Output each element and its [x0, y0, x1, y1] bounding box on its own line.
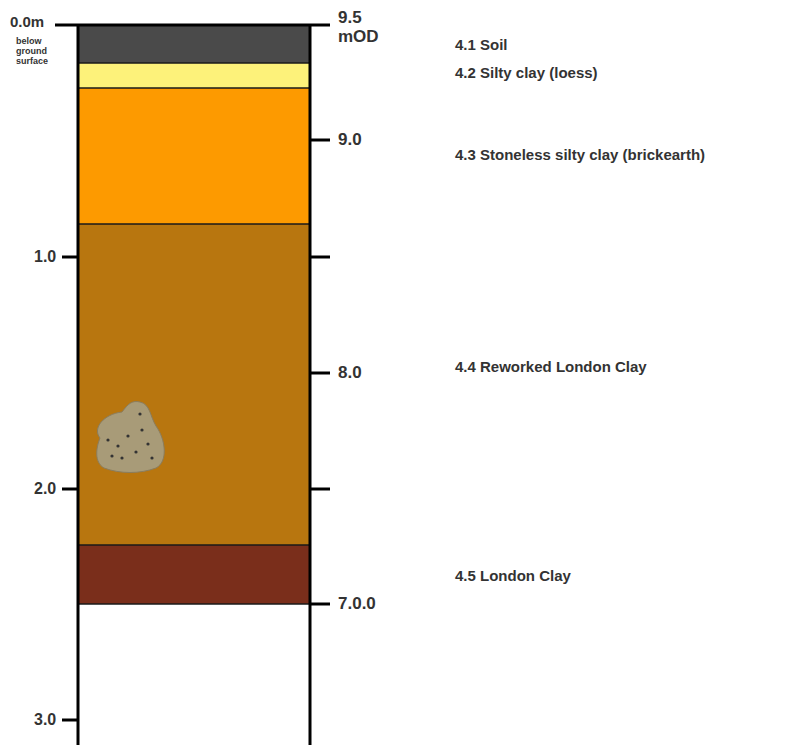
datum-label: 9.5 mOD — [338, 9, 382, 46]
london-clay-layer — [78, 545, 310, 604]
datum-label: 7.0.0 — [338, 595, 376, 614]
depth-note: below ground surface — [16, 37, 64, 67]
depth-label: 2.0 — [34, 480, 56, 498]
layer-label: 4.2 Silty clay (loess) — [455, 65, 598, 82]
depth-label: 1.0 — [34, 248, 56, 266]
depth-label: 3.0 — [34, 711, 56, 729]
layer-label: 4.3 Stoneless silty clay (brickearth) — [455, 147, 705, 164]
loess-layer — [78, 63, 310, 88]
layer-label: 4.4 Reworked London Clay — [455, 359, 647, 376]
datum-label: 9.0 — [338, 131, 362, 150]
layer-boundaries — [78, 63, 310, 604]
clast-inclusion — [97, 401, 165, 472]
depth-origin: 0.0m — [10, 14, 44, 31]
clast-dots — [106, 412, 153, 459]
axes — [55, 25, 330, 745]
layer-label: 4.1 Soil — [455, 37, 508, 54]
reworked-clay-layer — [78, 224, 310, 545]
layer-label: 4.5 London Clay — [455, 568, 571, 585]
brickearth-layer — [78, 88, 310, 224]
datum-label: 8.0 — [338, 364, 362, 383]
soil-layer — [78, 25, 310, 63]
